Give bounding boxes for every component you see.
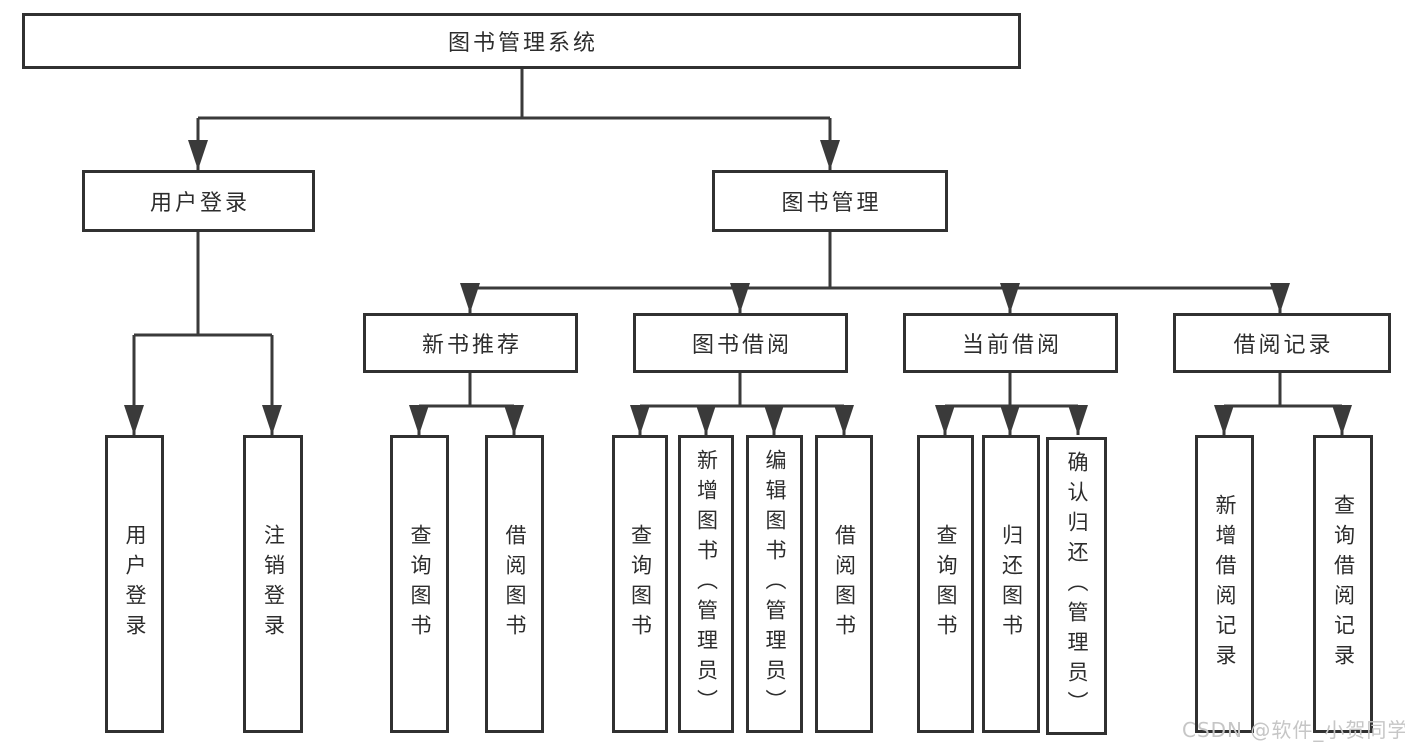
leaf-query-books-recommend: 查询图书 — [390, 435, 449, 733]
node-book-borrowing: 图书借阅 — [633, 313, 848, 373]
leaf-user-login: 用户登录 — [105, 435, 164, 733]
leaf-edit-books-admin: 编辑图书（管理员） — [746, 435, 803, 733]
node-borrowing-records-label: 借阅记录 — [1233, 333, 1334, 358]
node-new-book-recommend: 新书推荐 — [363, 313, 578, 373]
node-system-root-label: 图书管理系统 — [447, 31, 598, 56]
leaf-borrow-books: 借阅图书 — [815, 435, 873, 733]
node-current-borrowing-label: 当前借阅 — [961, 333, 1062, 358]
leaf-query-borrow-record: 查询借阅记录 — [1313, 435, 1373, 733]
leaf-confirm-return-admin: 确认归还（管理员） — [1046, 437, 1107, 735]
node-system-root: 图书管理系统 — [22, 13, 1021, 69]
leaf-return-books: 归还图书 — [982, 435, 1040, 733]
node-user-login: 用户登录 — [82, 170, 315, 232]
node-user-login-label: 用户登录 — [149, 191, 250, 216]
leaf-logout: 注销登录 — [243, 435, 303, 733]
leaf-borrow-books-recommend-label: 借阅图书 — [503, 524, 528, 644]
node-borrowing-records: 借阅记录 — [1173, 313, 1391, 373]
leaf-add-books-admin: 新增图书（管理员） — [678, 435, 734, 733]
leaf-query-books-borrowing: 查询图书 — [612, 435, 668, 733]
node-new-book-recommend-label: 新书推荐 — [421, 333, 522, 358]
leaf-borrow-books-recommend: 借阅图书 — [485, 435, 544, 733]
node-current-borrowing: 当前借阅 — [903, 313, 1118, 373]
leaf-borrow-books-label: 借阅图书 — [832, 524, 857, 644]
leaf-logout-label: 注销登录 — [261, 524, 286, 644]
leaf-add-borrow-record: 新增借阅记录 — [1195, 435, 1254, 733]
leaf-query-books-current: 查询图书 — [917, 435, 974, 733]
leaf-query-books-borrowing-label: 查询图书 — [628, 524, 653, 644]
leaf-add-books-admin-label: 新增图书（管理员） — [694, 449, 719, 719]
leaf-query-borrow-record-label: 查询借阅记录 — [1331, 494, 1356, 674]
connector-lines — [124, 66, 1352, 435]
leaf-confirm-return-admin-label: 确认归还（管理员） — [1065, 451, 1090, 721]
leaf-query-books-recommend-label: 查询图书 — [408, 524, 433, 644]
csdn-watermark: CSDN @软件_小贺同学 — [1182, 718, 1405, 742]
leaf-user-login-label: 用户登录 — [123, 524, 148, 644]
node-book-borrowing-label: 图书借阅 — [691, 333, 792, 358]
node-book-management: 图书管理 — [712, 170, 948, 232]
leaf-query-books-current-label: 查询图书 — [934, 524, 959, 644]
node-book-management-label: 图书管理 — [781, 191, 882, 216]
leaf-return-books-label: 归还图书 — [999, 524, 1024, 644]
leaf-add-borrow-record-label: 新增借阅记录 — [1213, 494, 1238, 674]
leaf-edit-books-admin-label: 编辑图书（管理员） — [763, 449, 788, 719]
